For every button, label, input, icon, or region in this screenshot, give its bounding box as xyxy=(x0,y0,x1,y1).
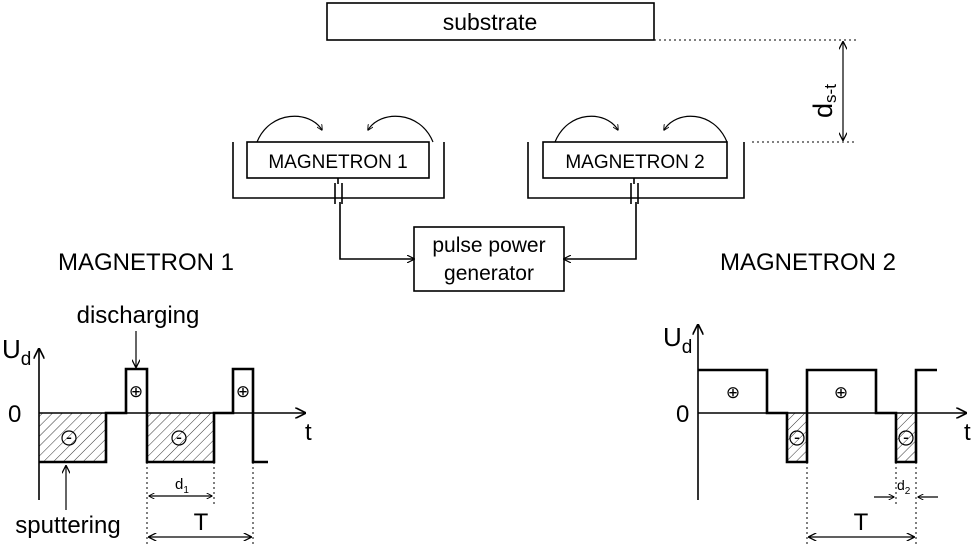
plot-1-minus-circle-1 xyxy=(61,430,77,446)
plot-2-heading: MAGNETRON 2 xyxy=(720,249,896,276)
plot-1-heading: MAGNETRON 1 xyxy=(58,249,234,276)
magnetron-2-label: MAGNETRON 2 xyxy=(565,152,704,173)
wire-to-magnetron-1 xyxy=(339,202,414,259)
magnetron-1-housing xyxy=(232,142,445,199)
magnetron-1-field-arc-right xyxy=(368,115,434,143)
plot-2-x-axis-label: t xyxy=(964,419,971,446)
plot-2-plus-sign-1: ⊕ xyxy=(726,383,740,402)
plot-1-negative-pulse-2 xyxy=(147,413,214,462)
magnetron-2-field-arc-right xyxy=(664,115,728,143)
magnetron-1: MAGNETRON 1 xyxy=(232,115,445,204)
plot-1-minus-sign-2: - xyxy=(176,427,182,447)
plot-2-period-label: T xyxy=(854,509,869,536)
plot-2-waveform xyxy=(698,368,937,464)
plot-1-minus-circle-2 xyxy=(171,430,187,446)
discharging-label: discharging xyxy=(77,302,200,329)
plot-1-negative-pulse-1 xyxy=(39,413,106,462)
plot-1-zero-label: 0 xyxy=(8,401,21,428)
plot-2-minus-circle-1 xyxy=(789,430,805,446)
plot-2-d2-label: d2 xyxy=(897,477,911,497)
plot-1-waveform xyxy=(39,367,268,464)
apparatus: substrate ds-t MAGNETRON 1 MAGNETRON 2 xyxy=(232,2,856,292)
plot-2-zero-label: 0 xyxy=(676,401,689,428)
plot-2-y-axis-label: Ud xyxy=(663,322,692,358)
magnetron-2: MAGNETRON 2 xyxy=(527,115,745,204)
generator-label-line1: pulse power xyxy=(432,234,545,257)
plot-1-minus-sign-1: - xyxy=(66,427,72,447)
magnetron-2-field-arc-left xyxy=(554,115,618,143)
plot-2-negative-pulse-2 xyxy=(896,413,916,462)
plot-2-negative-pulse-1 xyxy=(787,413,807,462)
plot-1-d1-label: d1 xyxy=(175,476,189,496)
generator-label-line2: generator xyxy=(444,262,534,285)
pulse-power-generator: pulse power generator xyxy=(339,202,637,292)
plot-1-y-axis-label: Ud xyxy=(2,334,31,370)
magnetron-1-field-arc-left xyxy=(256,115,322,143)
plot-2-minus-sign-1: - xyxy=(794,427,800,447)
magnetron-2-waveform-plot: MAGNETRON 2 Ud t 0 ⊕ ⊕ - - d2 T xyxy=(663,249,971,547)
plot-1-plus-sign-2: ⊕ xyxy=(236,382,250,401)
substrate-label: substrate xyxy=(443,9,538,35)
magnetron-1-waveform-plot: MAGNETRON 1 Ud t 0 - - ⊕ ⊕ discharging s… xyxy=(2,249,312,547)
magnetron-2-housing xyxy=(527,142,745,199)
plot-2-plus-sign-2: ⊕ xyxy=(834,383,848,402)
plot-1-plus-sign-1: ⊕ xyxy=(129,382,143,401)
plot-2-minus-circle-2 xyxy=(898,430,914,446)
sputtering-label: sputtering xyxy=(15,512,120,539)
distance-label: ds-t xyxy=(808,84,840,118)
wire-to-magnetron-2 xyxy=(564,202,637,259)
substrate-box xyxy=(326,2,655,41)
plot-1-x-axis-label: t xyxy=(305,419,312,446)
magnetron-2-target xyxy=(542,141,728,179)
plot-2-minus-sign-2: - xyxy=(903,427,909,447)
magnetron-1-label: MAGNETRON 1 xyxy=(268,152,407,173)
plot-1-period-label: T xyxy=(194,509,209,536)
